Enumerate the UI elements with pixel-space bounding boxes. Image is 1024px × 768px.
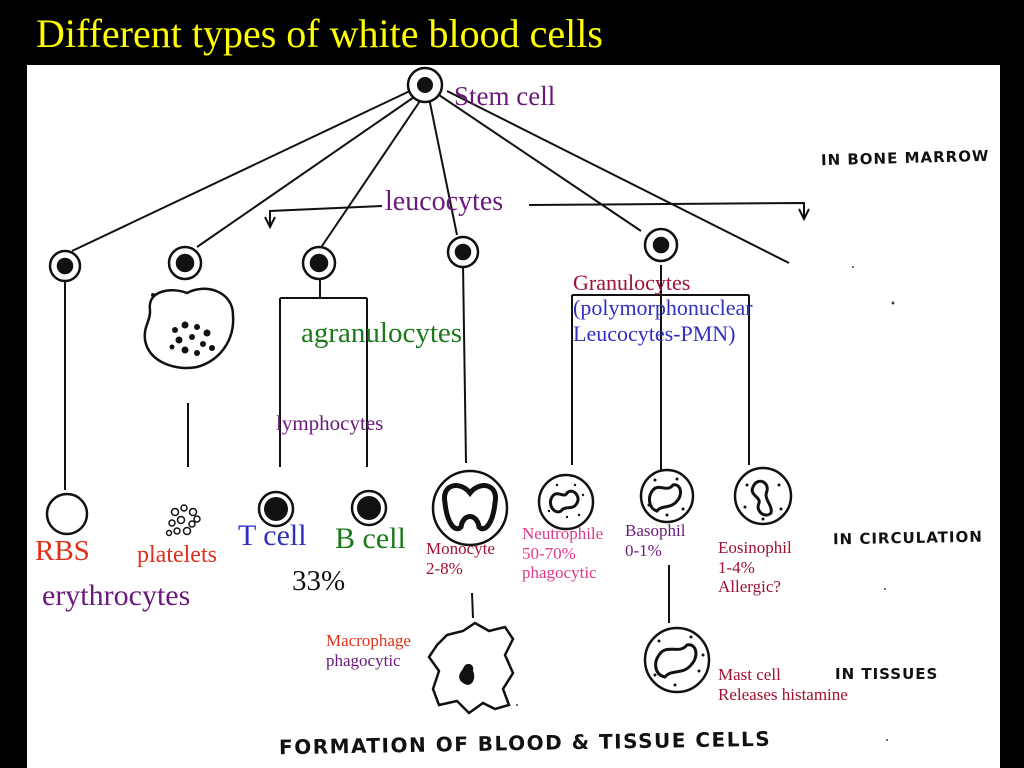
neutrophile-percent: 50-70% bbox=[522, 543, 576, 563]
slide-title: Different types of white blood cells bbox=[36, 11, 603, 56]
scan-specks bbox=[516, 266, 895, 741]
b-cell-icon bbox=[350, 489, 388, 527]
granulocyte-progenitor-icon bbox=[643, 227, 679, 263]
mast-cell-icon bbox=[643, 626, 711, 694]
basophil-name: Basophil bbox=[625, 521, 686, 540]
erythrocyte-icon bbox=[45, 492, 89, 536]
monocyte-percent: 2-8% bbox=[426, 558, 463, 578]
granulocytes-subtitle-2: Leucocytes-PMN) bbox=[573, 320, 736, 346]
stem-cell-label: Stem cell bbox=[454, 81, 556, 111]
granulocytes-title: Granulocytes bbox=[573, 270, 691, 295]
t-cell-label: T cell bbox=[238, 519, 307, 552]
lymphocyte-percent-label: 33% bbox=[292, 565, 346, 597]
mast-cell-label: Mast cell Releases histamine bbox=[718, 665, 848, 704]
t-cell-icon bbox=[257, 490, 295, 528]
mast-cell-name: Mast cell bbox=[718, 665, 781, 684]
monocyte-label: Monocyte 2-8% bbox=[426, 539, 495, 578]
platelets-label: platelets bbox=[137, 542, 217, 568]
mast-cell-note: Releases histamine bbox=[718, 684, 848, 704]
macrophage-icon bbox=[427, 621, 515, 715]
neutrophile-name: Neutrophile bbox=[522, 524, 604, 543]
eosinophil-label: Eosinophil 1-4% Allergic? bbox=[718, 538, 792, 597]
eosinophil-note: Allergic? bbox=[718, 577, 781, 597]
megakaryocyte-icon bbox=[143, 287, 235, 370]
lymphocytes-label: lymphocytes bbox=[276, 411, 384, 435]
macrophage-label: Macrophage phagocytic bbox=[326, 631, 411, 670]
macrophage-name: Macrophage bbox=[326, 631, 411, 650]
stem-cell-icon bbox=[406, 66, 444, 104]
basophil-icon bbox=[639, 468, 695, 524]
basophil-percent: 0-1% bbox=[625, 540, 662, 560]
neutrophile-label: Neutrophile 50-70% phagocytic bbox=[522, 524, 603, 583]
stage-label-circulation: IN CIRCULATION bbox=[832, 527, 983, 549]
b-cell-label: B cell bbox=[335, 522, 406, 555]
monocyte-icon bbox=[431, 469, 509, 547]
granulocytes-label: Granulocytes (polymorphonuclear Leucocyt… bbox=[573, 270, 753, 346]
platelets-icon bbox=[165, 504, 201, 537]
macrophage-note: phagocytic bbox=[326, 650, 401, 670]
diagram-panel: IN BONE MARROW IN CIRCULATION IN TISSUES… bbox=[27, 65, 1000, 768]
granulocytes-subtitle-1: (polymorphonuclear bbox=[573, 295, 753, 321]
eosinophil-percent: 1-4% bbox=[718, 557, 755, 577]
neutrophile-note: phagocytic bbox=[522, 563, 597, 583]
monocyte-progenitor-icon bbox=[446, 235, 480, 269]
eosinophil-name: Eosinophil bbox=[718, 538, 792, 557]
rbs-label: RBS bbox=[35, 535, 90, 567]
neutrophil-icon bbox=[537, 473, 595, 531]
eosinophil-icon bbox=[733, 466, 793, 526]
cell-lineage-diagram bbox=[45, 66, 895, 741]
lymphoid-progenitor-icon bbox=[301, 245, 337, 281]
leucocytes-label: leucocytes bbox=[385, 186, 504, 217]
progenitor-cells bbox=[48, 227, 679, 283]
stage-label-tissues: IN TISSUES bbox=[835, 665, 939, 683]
stray-dot bbox=[151, 293, 155, 297]
lineage-lines bbox=[64, 89, 810, 623]
erythrocytes-label: erythrocytes bbox=[42, 579, 191, 612]
monocyte-name: Monocyte bbox=[426, 539, 495, 558]
agranulocytes-label: agranulocytes bbox=[301, 317, 463, 349]
erythroid-progenitor-icon bbox=[48, 249, 82, 283]
basophil-label: Basophil 0-1% bbox=[625, 521, 685, 560]
megakaryocyte-progenitor-icon bbox=[167, 245, 203, 281]
